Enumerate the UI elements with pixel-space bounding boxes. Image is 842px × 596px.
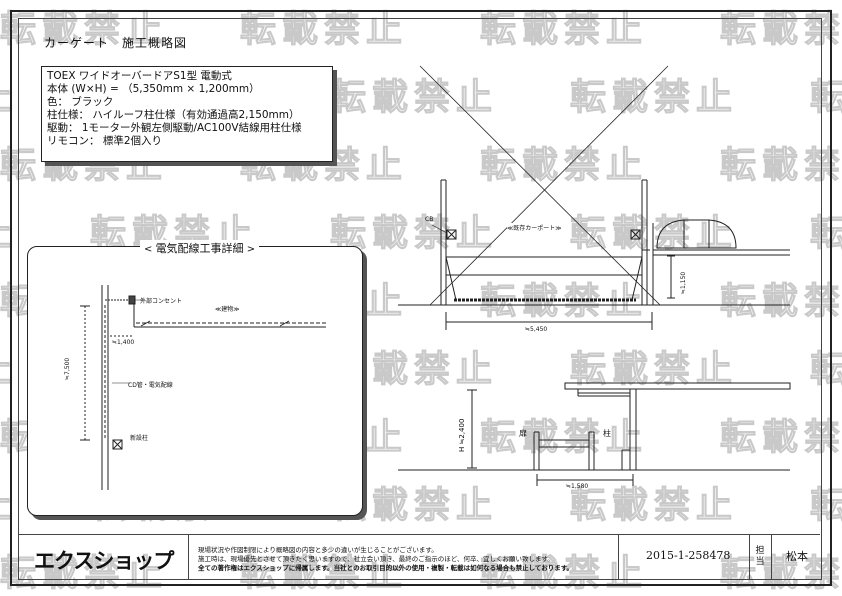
spec-remote: リモコン： 標準2個入り — [47, 135, 163, 147]
watermark-text: 転載禁止 — [0, 553, 169, 595]
new-post-junction-box — [112, 439, 123, 450]
cb-box-right — [630, 229, 641, 240]
footer-note-2: 施工時は、現場優先とさせて頂きたく思いますので、社立会い頂き、最終のご指示のほど… — [198, 555, 554, 563]
door-label: 扉 — [519, 429, 527, 438]
spec-drive: 駆動： 1モーター外観左側駆動/AC100V結線用柱仕様 — [47, 122, 302, 134]
wiring-detail-title: < 電気配線工事詳細 > — [140, 240, 260, 256]
watermark-text: 転載禁止 — [0, 9, 169, 51]
depth-dim: ≒1,580 — [566, 483, 589, 490]
post-label: 柱 — [603, 429, 611, 438]
title-block-divider — [188, 535, 189, 579]
watermark-text: 転載禁止 — [479, 9, 649, 51]
cb-label: CB — [425, 216, 434, 223]
width-dim: ≒5,450 — [525, 326, 548, 333]
cb-box-left — [446, 229, 457, 240]
outer-frame — [10, 10, 832, 586]
title-block-divider — [771, 535, 772, 579]
footer-note-3: 全ての著作権はエクスショップに帰属します。当社とのお取引目的以外の使用・複製・転… — [198, 564, 574, 572]
watermark-text: 転載禁止 — [0, 204, 18, 256]
watermark-text: 転載禁止 — [569, 485, 739, 527]
watermark-text: 転載禁止 — [0, 476, 18, 528]
wiring-detail-drawing — [80, 285, 326, 490]
outlet-label: 外部コンセント — [140, 298, 183, 305]
wiring-detail-box — [27, 246, 363, 516]
watermark-text: 転載禁止 — [0, 68, 18, 120]
watermark-text: 転載禁止 — [479, 417, 649, 459]
new-post-label: 新設柱 — [130, 435, 149, 442]
watermark-text: 転載禁止 — [809, 213, 842, 255]
person-in-charge-label: 担当 — [755, 546, 765, 567]
cd-conduit-label: CD管・電気配線 — [128, 382, 173, 389]
company-logo: エクスショップ — [34, 549, 174, 573]
watermark-text: 転載禁止 — [479, 145, 649, 187]
spec-color: 色： ブラック — [47, 96, 114, 108]
carport-label: ≪既存カーポート≫ — [507, 223, 562, 232]
spec-size: 本体 (W×H) = （5,350mm × 1,200mm） — [47, 83, 260, 95]
side-section — [398, 382, 791, 486]
drawing-title: カーゲート 施工概略図 — [44, 36, 188, 50]
front-elevation — [398, 65, 790, 330]
watermark-text: 転載禁止 — [809, 485, 842, 527]
height-dim: ≒1,150 — [680, 271, 687, 294]
document-number: 2015-1-258478 — [646, 549, 731, 562]
spec-post: 柱仕様： ハイルーフ柱仕様（有効通過高2,150mm） — [47, 109, 300, 121]
person-in-charge: 松本 — [786, 550, 808, 563]
wiring-detail-title-text: 電気配線工事詳細 — [155, 242, 244, 255]
watermark-text: 転載禁止 — [809, 349, 842, 391]
building-label: ≪建物≫ — [215, 306, 240, 313]
watermark-text: 転載禁止 — [239, 553, 409, 595]
watermark-text: 転載禁止 — [0, 340, 18, 392]
watermark-text: 転載禁止 — [809, 77, 842, 119]
watermark-text: 転載禁止 — [239, 9, 409, 51]
watermark-text: 転載禁止 — [479, 553, 649, 595]
spec-product: TOEX ワイドオーバードアS1型 電動式 — [47, 70, 232, 82]
section-height-dim: H ≒2,400 — [458, 418, 466, 452]
dim-1400: ≒1,400 — [112, 339, 135, 346]
spec-box: TOEX ワイドオーバードアS1型 電動式 本体 (W×H) = （5,350m… — [41, 66, 333, 162]
inner-frame — [18, 18, 822, 580]
footer-note-1: 現場状況や作図制限により概略図の内容と多少の違いが生じることがございます。 — [198, 546, 438, 554]
dim-7500: ≒7,500 — [64, 357, 71, 380]
title-block-divider — [749, 535, 750, 579]
title-block-divider — [618, 535, 619, 579]
title-block — [18, 534, 820, 579]
